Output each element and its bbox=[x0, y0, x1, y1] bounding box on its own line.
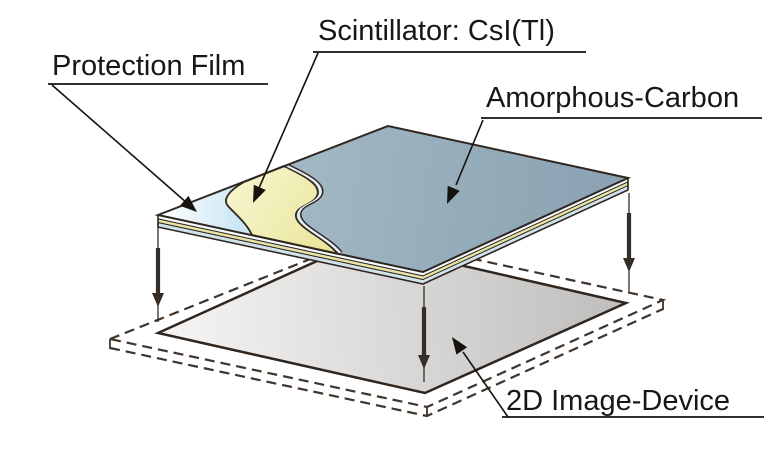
panel-face-outline bbox=[154, 124, 632, 274]
scintillator-leader bbox=[258, 52, 319, 189]
device-dashed-outline bbox=[106, 234, 667, 418]
image-device-arrowhead-icon bbox=[452, 337, 468, 355]
image-device-label: 2D Image-Device bbox=[506, 385, 730, 417]
assembly-arrow-right bbox=[623, 193, 635, 293]
scintillator-arrowhead-icon bbox=[253, 184, 266, 203]
protection-film-leader bbox=[51, 84, 188, 204]
image-device-leader bbox=[462, 351, 509, 418]
sensor-panel bbox=[154, 124, 632, 285]
down-arrowhead-icon bbox=[623, 258, 635, 272]
protection-film-arrowhead-icon bbox=[179, 195, 197, 212]
assembly-arrow-left bbox=[152, 223, 164, 322]
assembly-arrow-middle bbox=[418, 286, 430, 382]
leader-lines bbox=[51, 52, 509, 418]
edge-stripe-blue bbox=[157, 186, 629, 283]
edge-separator-2 bbox=[157, 185, 629, 281]
edge-stripe-yellow bbox=[157, 182, 629, 280]
protection-film-region bbox=[158, 182, 252, 235]
cut-line-outer bbox=[288, 164, 343, 253]
labels: Protection Film Scintillator: CsI(Tl) Am… bbox=[48, 15, 764, 418]
scintillator-label: Scintillator: CsI(Tl) bbox=[318, 15, 555, 47]
amorphous-carbon-label: Amorphous-Carbon bbox=[486, 82, 739, 114]
cut-gap-highlight bbox=[286, 164, 341, 254]
edge-separator-1 bbox=[157, 181, 629, 277]
down-arrowhead-icon bbox=[418, 355, 430, 369]
down-arrowhead-icon bbox=[152, 293, 164, 307]
image-device-plate bbox=[154, 240, 630, 395]
amorphous-carbon-leader bbox=[455, 119, 484, 186]
edge-stripe-white bbox=[157, 179, 629, 276]
amorphous-carbon-arrowhead-icon bbox=[447, 185, 460, 204]
protection-film-label: Protection Film bbox=[52, 50, 245, 82]
dashed-corner-ticks bbox=[109, 300, 664, 417]
